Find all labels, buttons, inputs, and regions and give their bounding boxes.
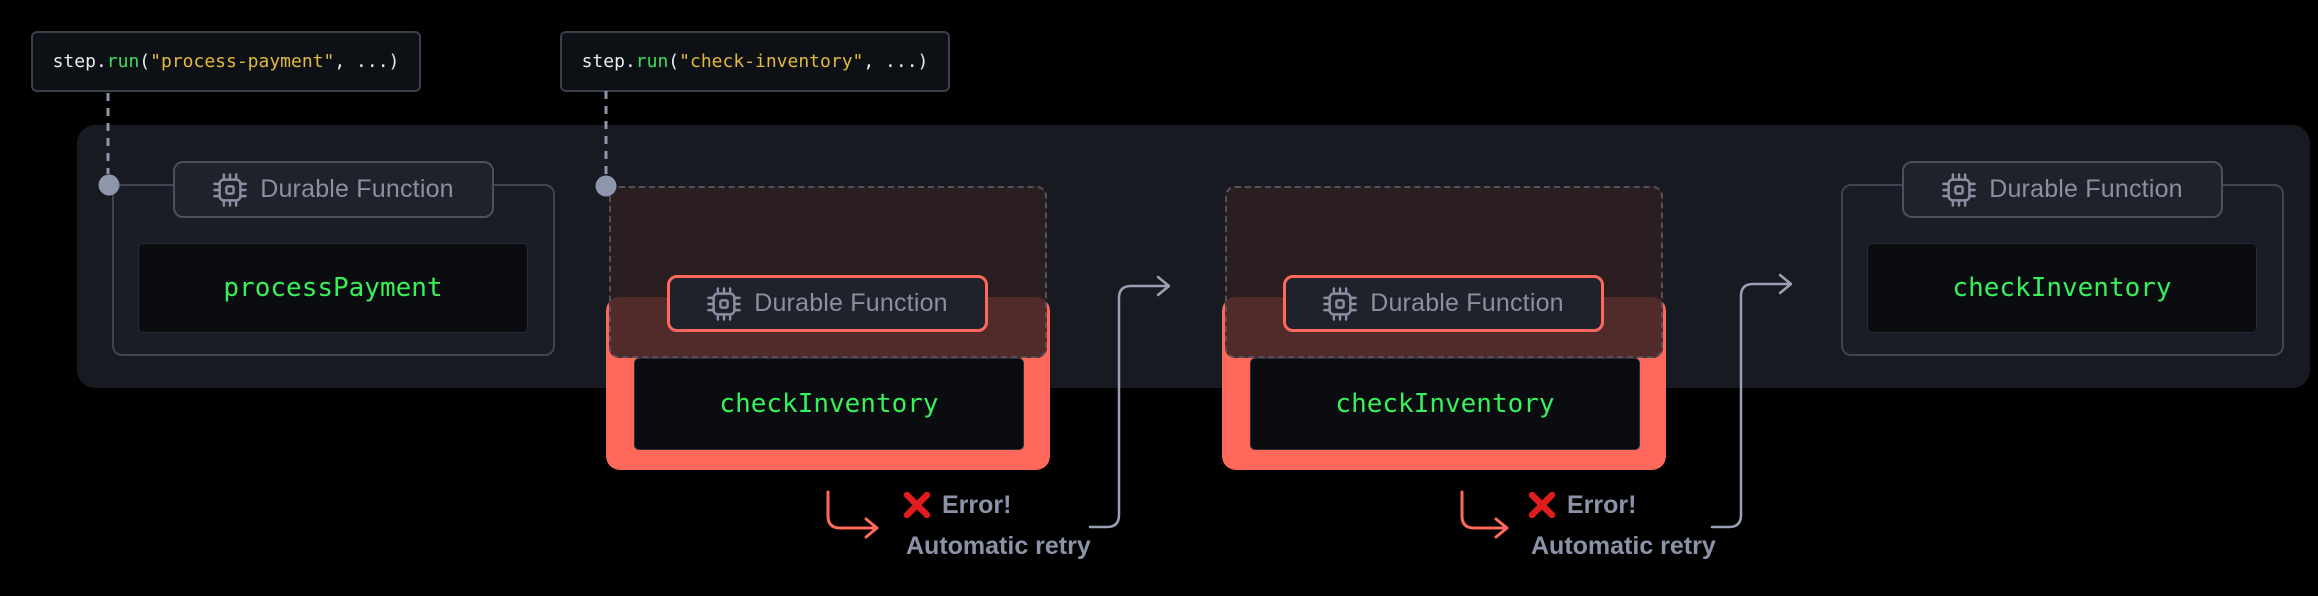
durable-function-badge: Durable Function [1902,161,2223,218]
ghost-placeholder-box [1225,186,1663,358]
badge-label: Durable Function [1989,175,2183,203]
function-name: processPayment [223,273,443,303]
code-token: run [106,51,140,72]
cpu-chip-icon [1942,172,1977,207]
function-name-box: processPayment [138,243,528,333]
retry-label: Automatic retry [906,532,1091,560]
code-token: . [95,51,107,72]
code-token: step [581,51,625,72]
badge-label: Durable Function [260,175,454,203]
function-card-process-payment: Durable Function processPayment [112,161,556,359]
code-token: "process-payment" [150,51,335,72]
code-token: , ...) [334,51,400,72]
retry-arrow-2 [1460,490,1509,539]
code-token: . [624,51,636,72]
code-token: ( [668,51,680,72]
retry-arrow-1 [826,490,879,539]
function-name: checkInventory [1335,389,1555,419]
retry-label: Automatic retry [1531,532,1716,560]
durable-function-badge: Durable Function [667,275,988,332]
cpu-chip-icon [1323,286,1358,321]
function-name: checkInventory [1952,273,2172,303]
badge-label: Durable Function [754,289,948,317]
code-token: , ...) [863,51,929,72]
durable-function-badge: Durable Function [173,161,494,218]
badge-label: Durable Function [1370,289,1564,317]
ghost-placeholder-box [609,186,1047,358]
function-name: checkInventory [719,389,939,419]
error-title: Error! [942,490,1012,519]
code-token: "check-inventory" [679,51,864,72]
code-token: ( [139,51,151,72]
failed-attempt-2: Durable Function checkInventory [1222,186,1666,476]
function-card-check-inventory: Durable Function checkInventory [1841,161,2285,359]
cpu-chip-icon [213,172,248,207]
code-label-process-payment: step.run("process-payment", ...) [31,31,421,92]
function-name-box: checkInventory [1867,243,2257,333]
error-x-icon [1528,492,1556,518]
function-name-box: checkInventory [634,358,1024,450]
durable-function-badge: Durable Function [1283,275,1604,332]
error-annotation-1: Error! Automatic retry [903,489,1091,561]
error-annotation-2: Error! Automatic retry [1528,489,1716,561]
failed-attempt-1: Durable Function checkInventory [606,186,1050,476]
code-label-check-inventory: step.run("check-inventory", ...) [560,31,950,92]
cpu-chip-icon [707,286,742,321]
code-token: step [52,51,96,72]
code-token: run [635,51,669,72]
function-name-box: checkInventory [1250,358,1640,450]
error-title: Error! [1567,490,1637,519]
error-x-icon [903,492,931,518]
